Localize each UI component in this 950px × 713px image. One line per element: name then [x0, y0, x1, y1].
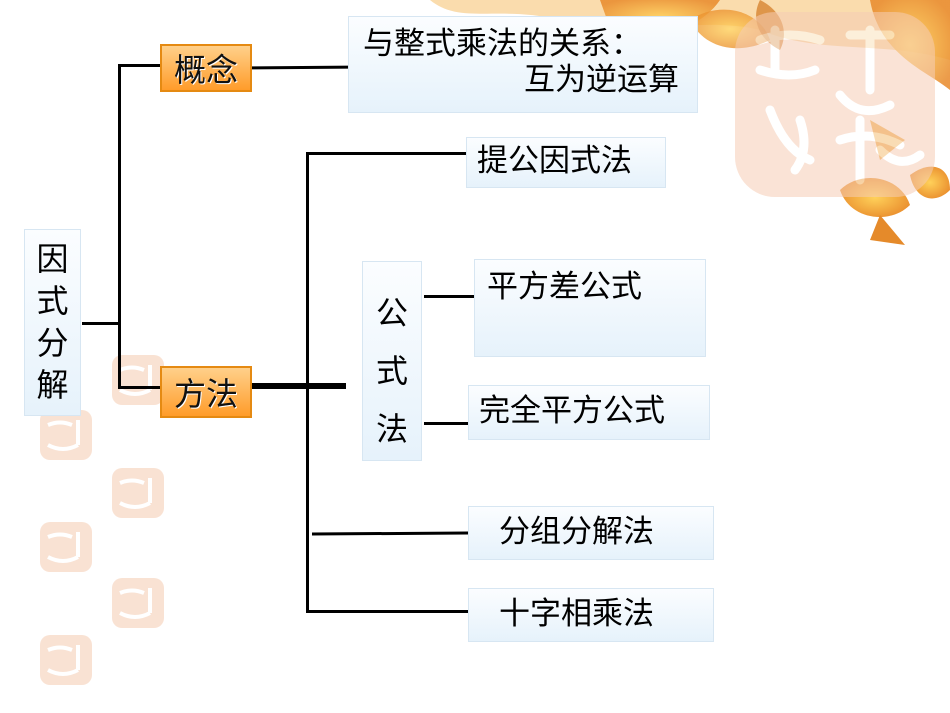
method-cross-multiplication: 十字相乘法 — [468, 588, 714, 642]
concept-node: 概念 — [160, 44, 252, 92]
connector-trunk-vertical — [118, 64, 121, 389]
connector-to-cross — [306, 610, 468, 613]
relation-line-1: 与整式乘法的关系： — [363, 26, 642, 62]
connector-formula-to-perfect-square — [424, 422, 470, 425]
relation-box: 与整式乘法的关系： 互为逆运算 — [348, 16, 698, 113]
connector-methods-vertical — [306, 152, 309, 612]
root-node-factorization: 因 式 分 解 — [24, 229, 81, 416]
root-char: 因 — [36, 240, 69, 278]
formula-perfect-square: 完全平方公式 — [468, 385, 710, 440]
root-char: 解 — [36, 366, 69, 404]
formula-difference-of-squares: 平方差公式 — [474, 259, 706, 357]
relation-line-2: 互为逆运算 — [524, 61, 679, 98]
connector-to-method — [118, 386, 162, 389]
connector-to-common-factor — [306, 152, 466, 155]
formula-char: 公 — [375, 294, 408, 332]
connector-root-to-trunk — [82, 322, 120, 325]
method-formula: 公 式 法 — [362, 261, 422, 461]
method-grouping: 分组分解法 — [468, 506, 714, 560]
root-char: 式 — [36, 282, 69, 320]
connector-formula-to-diff-squares — [424, 295, 474, 298]
method-common-factor: 提公因式法 — [466, 137, 666, 188]
root-char: 分 — [36, 324, 69, 362]
method-node: 方法 — [160, 366, 252, 418]
formula-char: 法 — [375, 410, 408, 448]
connector-method-to-branches — [250, 383, 346, 389]
formula-char: 式 — [375, 352, 408, 390]
connector-to-concept — [118, 64, 162, 67]
